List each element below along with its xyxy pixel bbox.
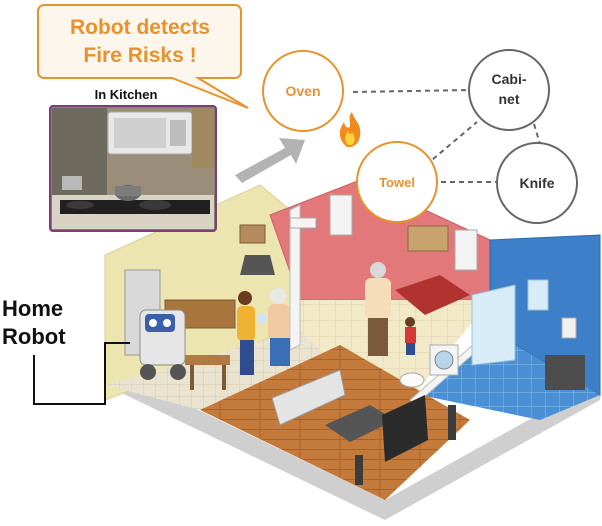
home-robot-line-2: Robot (2, 324, 66, 349)
stovetop (60, 200, 210, 214)
node-knife-label: Knife (520, 175, 555, 191)
robot-figure (139, 309, 186, 380)
node-cabinet-label-1: Cabi- (492, 71, 527, 87)
graph-edges (352, 89, 541, 183)
right-arrow-icon (235, 138, 305, 183)
bathroom-floor (420, 330, 600, 420)
photo-caption: In Kitchen (95, 87, 158, 102)
robot-pointer-line (33, 342, 130, 405)
family-figures (237, 288, 290, 375)
home-robot-label: Home Robot (2, 296, 130, 405)
kitchen-photo (49, 105, 217, 232)
callout-bubble: Robot detects Fire Risks ! (37, 4, 249, 109)
node-knife: Knife (496, 142, 578, 224)
fire-icon (339, 112, 361, 148)
node-oven-label: Oven (285, 83, 320, 99)
node-towel: Towel (356, 141, 438, 223)
node-towel-label: Towel (379, 175, 415, 190)
grandpa-figure (365, 262, 391, 356)
callout-line-2: Fire Risks ! (83, 44, 196, 67)
bedroom-floor (290, 300, 490, 400)
node-cabinet: Cabi- net (468, 49, 550, 131)
house-illustration (104, 179, 601, 520)
child-figure (405, 317, 416, 355)
node-cabinet-label-2: net (499, 91, 520, 107)
node-oven: Oven (262, 50, 344, 132)
callout-line-1: Robot detects (70, 16, 210, 39)
home-robot-line-1: Home (2, 296, 63, 321)
